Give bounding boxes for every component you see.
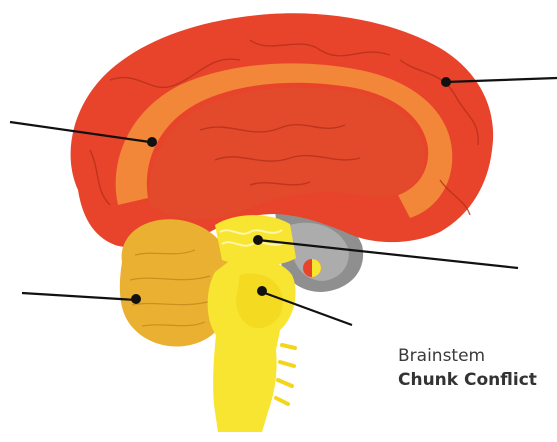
chunk-conflict-label: Chunk Conflict — [398, 370, 537, 390]
leader-dot-cortex — [441, 77, 451, 87]
leader-dot-cingulate — [147, 137, 157, 147]
brainstem-caption: Brainstem — [398, 346, 485, 366]
leader-line-cerebellum — [22, 293, 136, 300]
leader-dot-cerebellum — [131, 294, 141, 304]
cranial-nerve-roots — [276, 345, 295, 404]
leader-dot-pons — [257, 286, 267, 296]
leader-dot-midbrain — [253, 235, 263, 245]
